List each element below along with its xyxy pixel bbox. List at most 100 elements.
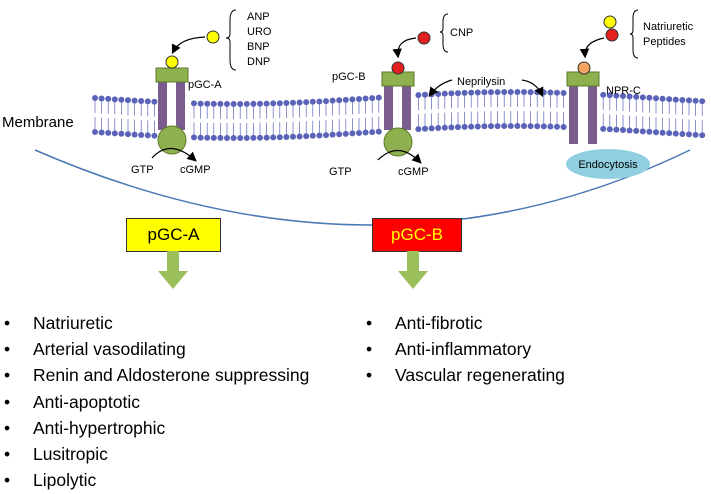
lipid-head — [283, 99, 290, 106]
lipid-head — [422, 91, 428, 98]
lipid-head — [547, 89, 554, 96]
receptor-npr-c — [566, 61, 600, 144]
lipid-head — [111, 130, 118, 137]
ligand-peptides: Peptides — [643, 36, 686, 48]
lipid-head — [455, 90, 461, 97]
lipid-head — [659, 95, 666, 102]
lipid-head — [191, 100, 197, 107]
lipid-head — [468, 89, 475, 96]
lipid-head — [521, 123, 527, 130]
conversion-arrow-b — [377, 149, 422, 164]
lipid-head — [303, 133, 310, 140]
receptor-pgc-a — [155, 55, 189, 155]
lipid-head — [507, 89, 514, 96]
lipid-head — [699, 132, 706, 139]
effect-item: Anti-apoptotic — [4, 389, 309, 415]
lipid-head — [646, 94, 653, 101]
lipid-head — [224, 134, 230, 141]
lipid-head — [375, 128, 382, 135]
lipid-head — [461, 123, 468, 130]
lipid-head — [540, 123, 547, 130]
lipid-head — [686, 131, 692, 138]
lipid-head — [679, 96, 686, 103]
receptor-c-label: NPR-C — [606, 85, 641, 97]
effect-item: Arterial vasodilating — [4, 336, 309, 362]
lipid-head — [435, 91, 442, 98]
lipid-head — [342, 130, 349, 137]
lipid-head — [316, 98, 323, 105]
lipid-head — [435, 125, 442, 132]
lipid-head — [290, 99, 296, 106]
lipid-head — [92, 129, 98, 135]
ligand-bnp: BNP — [247, 41, 270, 53]
pgc-a-effects-list: Natriuretic Arterial vasodilating Renin … — [4, 310, 309, 494]
lipid-head — [679, 130, 686, 137]
lipid-head — [547, 123, 554, 130]
lipid-head — [144, 132, 151, 139]
lipid-head — [560, 123, 567, 130]
ligand-anp: ANP — [247, 11, 270, 23]
lipid-head — [270, 134, 277, 141]
ligand-red-icon — [417, 31, 431, 45]
lipid-head — [257, 100, 263, 107]
lipid-head — [191, 134, 197, 141]
lipid-head — [461, 89, 468, 96]
lipid-head — [125, 131, 131, 138]
effect-item: Anti-inflammatory — [366, 336, 565, 362]
lipid-head — [151, 98, 158, 105]
lipid-head — [309, 132, 316, 139]
lipid-head — [303, 99, 310, 106]
lipid-head — [329, 97, 336, 104]
lipid-head — [488, 89, 494, 96]
ligand-uro: URO — [247, 26, 272, 38]
lipid-head — [92, 95, 98, 101]
lipid-head — [527, 123, 534, 130]
pgc-a-box: pGC-A — [126, 218, 221, 252]
lipid-head — [606, 126, 613, 133]
lipid-head — [329, 131, 336, 138]
lipid-head — [481, 123, 488, 130]
lipid-head — [144, 98, 151, 105]
gtp-a: GTP — [131, 164, 154, 176]
lipid-head — [692, 131, 699, 138]
lipid-head — [270, 100, 277, 107]
membrane-label: Membrane — [2, 114, 74, 131]
lipid-head — [243, 100, 250, 107]
lipid-head — [276, 134, 283, 141]
lipid-head — [105, 129, 112, 136]
lipid-head — [514, 123, 521, 130]
lipid-head — [474, 89, 481, 96]
lipid-head — [204, 134, 211, 141]
pgc-b-box: pGC-B — [372, 218, 462, 252]
lipid-head — [514, 89, 521, 96]
signaling-curve — [34, 149, 691, 226]
gtp-b: GTP — [329, 166, 352, 178]
endocytosis-ellipse — [566, 149, 650, 179]
lipid-head — [626, 93, 633, 100]
lipid-head — [633, 127, 640, 134]
receptor-b-label: pGC-B — [332, 71, 366, 83]
effect-item: Lipolytic — [4, 467, 309, 493]
lipid-head — [276, 100, 283, 107]
lipid-head — [323, 132, 329, 139]
binding-arrow-c — [579, 37, 605, 59]
lipid-head — [336, 131, 343, 138]
lipid-head — [494, 89, 501, 96]
lipid-head — [362, 95, 369, 102]
lipid-head — [527, 89, 534, 96]
lipid-head — [118, 96, 125, 103]
binding-arrow-a — [171, 36, 206, 55]
lipid-head — [441, 90, 448, 97]
ligand-brace-c — [629, 9, 639, 59]
lipid-head — [613, 126, 620, 133]
ligand-red-c-icon — [605, 28, 619, 42]
lipid-head — [356, 95, 362, 102]
lipid-head — [534, 123, 541, 130]
ligand-dnp: DNP — [247, 56, 270, 68]
lipid-head — [250, 134, 257, 141]
lipid-head — [672, 130, 679, 137]
lipid-head — [204, 100, 211, 107]
neprilysin-arrow-left — [428, 79, 453, 97]
lipid-head — [422, 125, 428, 132]
lipid-head — [666, 96, 673, 103]
